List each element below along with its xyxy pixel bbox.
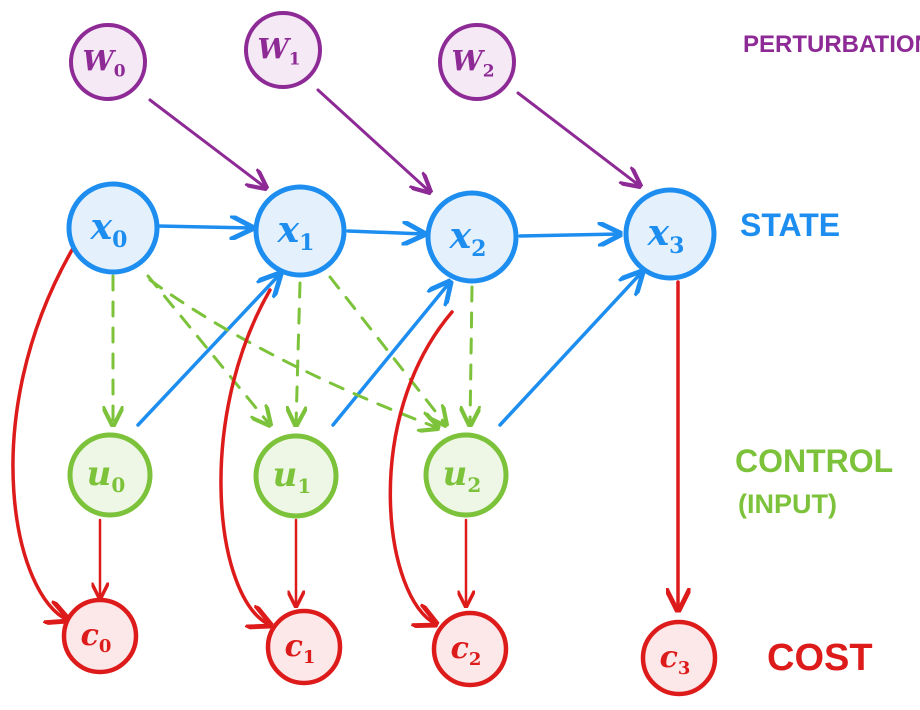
- edge-x1-x2: [346, 231, 424, 234]
- edge-x1-c1: [219, 288, 270, 625]
- perturbation-node-w0: W0: [69, 23, 147, 101]
- state-nodes: x0 x1 x2 x3: [66, 181, 717, 284]
- edge-x1-u2: [328, 275, 446, 425]
- cost-node-circle: [431, 610, 509, 688]
- edge-x2-x3: [518, 234, 620, 236]
- control-node-circle: [253, 433, 339, 519]
- perturbation-node-circle: [69, 23, 147, 101]
- edge-x1-u1: [296, 281, 300, 425]
- row-label-control-sub: (INPUT): [738, 489, 837, 519]
- state-node-circle: [253, 184, 347, 278]
- state-to-cost-edges: [11, 248, 678, 625]
- edge-x0-c0: [11, 248, 72, 620]
- perturbation-node-label: W0: [82, 44, 125, 81]
- state-edges: [156, 226, 620, 236]
- information-edges: [113, 274, 472, 428]
- edge-x2-c2: [388, 310, 454, 624]
- row-label-control: CONTROL: [735, 443, 893, 479]
- cost-node-circle: [61, 597, 139, 675]
- cost-node-c2: c2: [431, 610, 509, 688]
- control-node-u0: u0: [67, 432, 153, 518]
- edge-x0-u1: [146, 274, 270, 425]
- cost-node-label: c3: [660, 640, 691, 679]
- control-node-circle: [67, 432, 153, 518]
- edge-x0-x1: [156, 226, 252, 228]
- control-to-state-edges: [136, 272, 642, 427]
- state-node-circle: [623, 187, 717, 281]
- cost-node-c3: c3: [640, 619, 718, 697]
- edge-u2-x3: [498, 272, 642, 427]
- perturbation-edges: [148, 88, 640, 192]
- control-to-cost-edges: [100, 518, 466, 606]
- state-node-x0: x0: [66, 181, 160, 275]
- perturbation-node-w2: W2: [438, 23, 516, 101]
- row-label-state: STATE: [740, 207, 840, 243]
- edge-x2-u2: [470, 285, 472, 425]
- edge-w0-x1: [148, 98, 266, 188]
- cost-node-c0: c0: [61, 597, 139, 675]
- state-node-x3: x3: [623, 187, 717, 281]
- edge-w2-x3: [516, 91, 640, 186]
- cost-nodes: c0 c1 c2 c3: [61, 597, 718, 697]
- edge-x0-u2: [148, 278, 438, 428]
- state-node-x1: x1: [253, 184, 347, 278]
- state-node-circle: [66, 181, 160, 275]
- row-label-cost: COST: [767, 637, 873, 679]
- control-node-u1: u1: [253, 433, 339, 519]
- control-node-u2: u2: [423, 432, 509, 518]
- row-label-perturbation: PERTURBATION: [743, 31, 920, 58]
- edge-u1-x2: [331, 282, 450, 427]
- state-node-circle: [425, 190, 519, 284]
- control-nodes: u0 u1 u2: [67, 432, 509, 519]
- perturbation-node-w1: W1: [244, 11, 322, 89]
- cost-node-circle: [640, 619, 718, 697]
- perturbation-node-circle: [244, 11, 322, 89]
- edge-w1-x2: [316, 88, 430, 192]
- perturbation-nodes: W0 W1 W2: [69, 11, 516, 101]
- perturbation-node-circle: [438, 23, 516, 101]
- control-node-circle: [423, 432, 509, 518]
- cost-node-circle: [265, 608, 343, 686]
- state-node-x2: x2: [425, 190, 519, 284]
- edge-u0-x1: [136, 274, 280, 427]
- cost-node-c1: c1: [265, 608, 343, 686]
